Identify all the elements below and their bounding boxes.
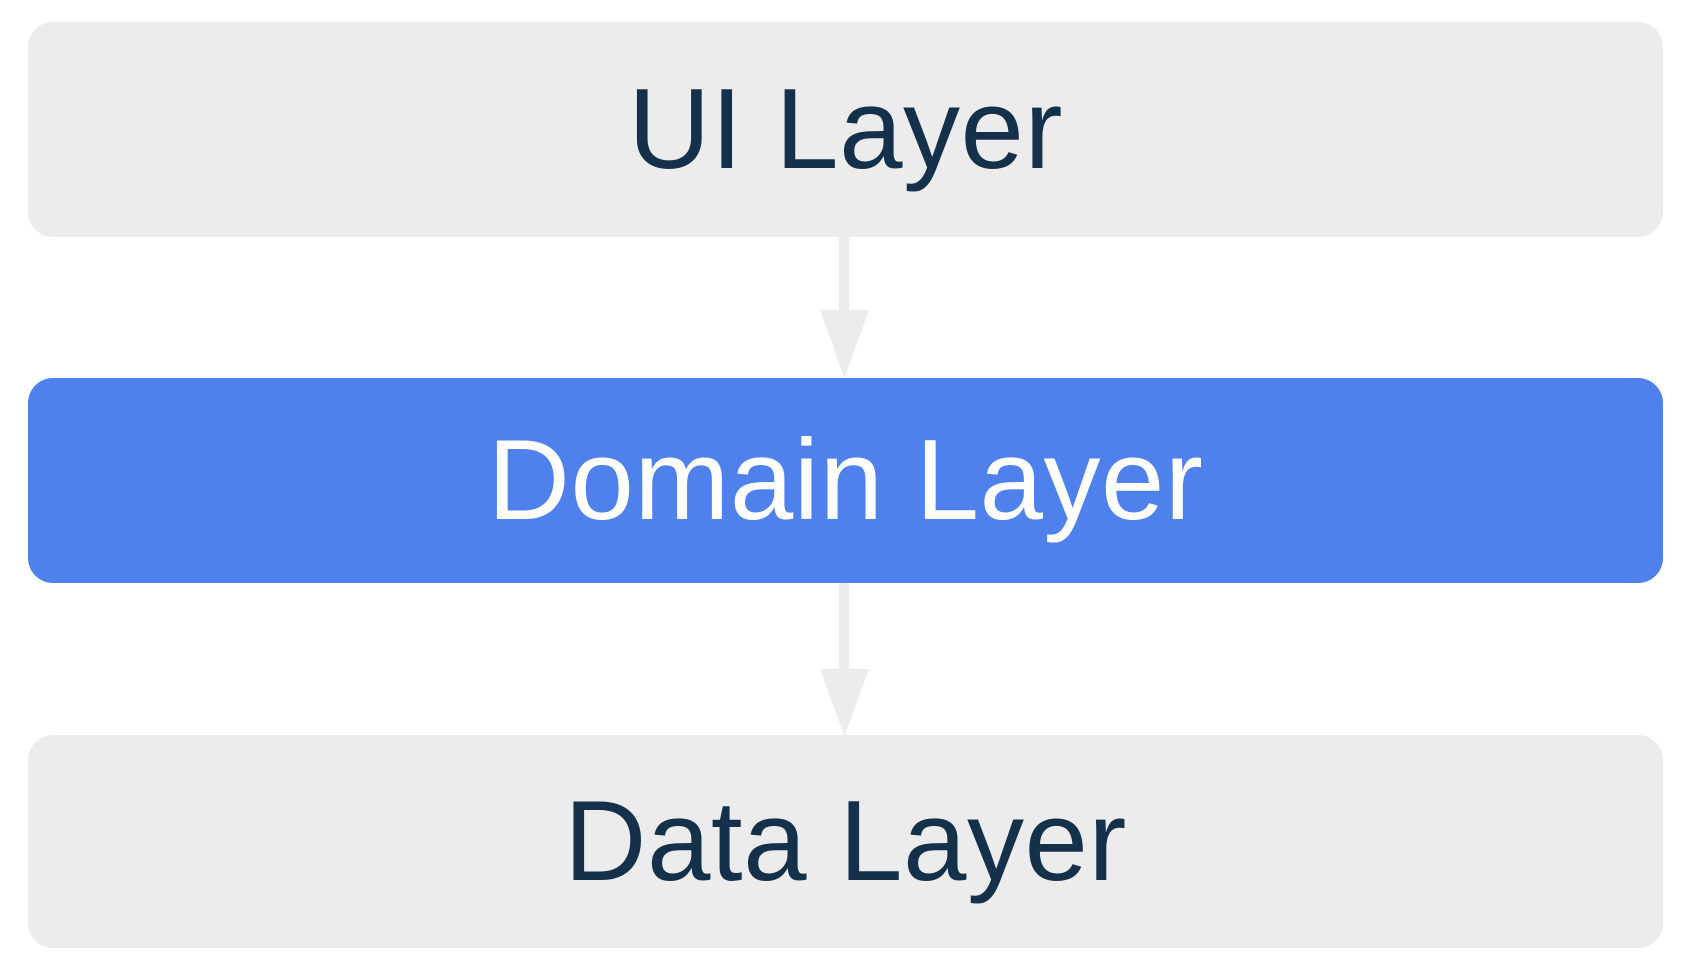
node-data-layer[interactable]: Data Layer	[28, 735, 1663, 948]
edge-ui-to-domain	[820, 237, 869, 378]
node-ui-layer-label: UI Layer	[628, 65, 1063, 193]
node-domain-layer-label: Domain Layer	[487, 416, 1204, 544]
node-ui-layer[interactable]: UI Layer	[28, 22, 1663, 237]
node-data-layer-label: Data Layer	[564, 777, 1127, 905]
node-domain-layer[interactable]: Domain Layer	[28, 378, 1663, 583]
edge-domain-to-data	[820, 583, 869, 736]
